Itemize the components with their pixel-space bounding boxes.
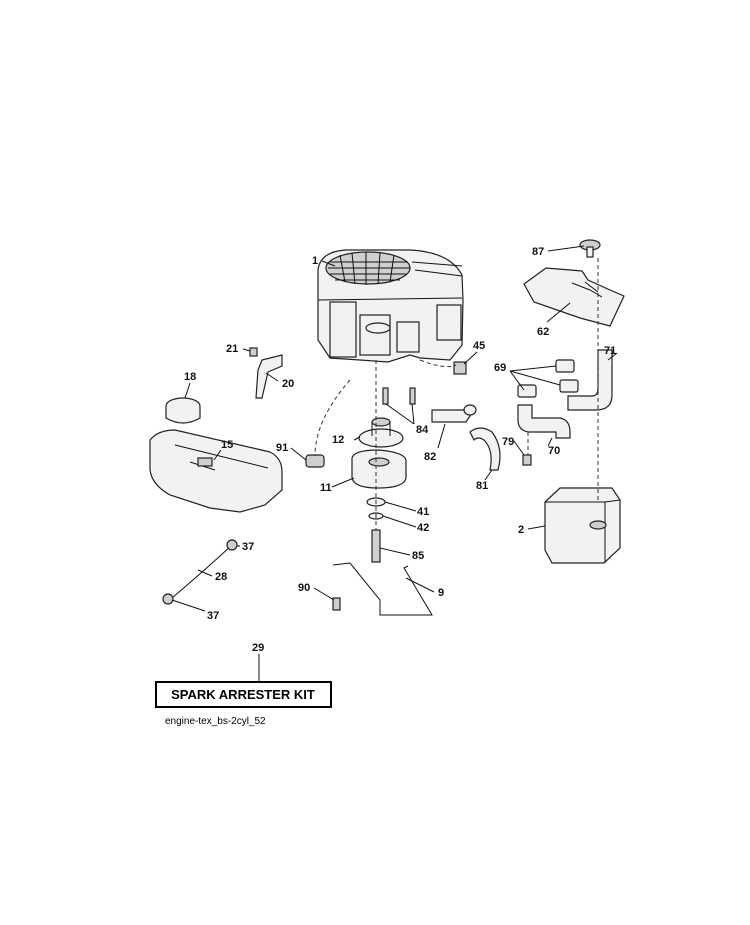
assembly-lines (314, 258, 599, 530)
callout-11: 11 (320, 482, 332, 494)
leader-lines (171, 245, 618, 682)
callout-79: 79 (502, 436, 514, 448)
spark-arrester-kit-box: SPARK ARRESTER KIT (155, 681, 332, 708)
callout-1: 1 (312, 255, 318, 267)
engine-part (317, 249, 464, 363)
pulley-part (358, 417, 404, 448)
callout-37-bottom: 37 (207, 610, 219, 622)
callout-85: 85 (412, 550, 424, 562)
callout-91: 91 (276, 442, 288, 454)
callout-29: 29 (252, 642, 264, 654)
callout-81: 81 (476, 480, 488, 492)
callout-41: 41 (417, 506, 429, 518)
callout-18: 18 (184, 371, 196, 383)
callout-70: 70 (548, 445, 560, 457)
nut-part (522, 454, 532, 466)
callout-42: 42 (417, 522, 429, 534)
fuel-cap-part (165, 397, 201, 424)
dipstick-bracket-part (249, 347, 283, 399)
muffler-part (544, 487, 621, 564)
callout-28: 28 (215, 571, 227, 583)
callouts: 1 87 62 71 45 21 20 69 18 84 12 91 15 79… (184, 246, 616, 654)
rod-part (332, 562, 433, 616)
callout-12: 12 (332, 434, 344, 446)
pto-clutch-part (351, 449, 407, 489)
callout-84: 84 (416, 424, 429, 436)
callout-82: 82 (424, 451, 436, 463)
callout-37-top: 37 (242, 541, 254, 553)
grommet-part (305, 454, 325, 468)
callout-71: 71 (604, 345, 616, 357)
callout-21: 21 (226, 343, 238, 355)
gasket-part (517, 359, 579, 398)
callout-15: 15 (221, 439, 233, 451)
callout-62: 62 (537, 326, 549, 338)
callout-90: 90 (298, 582, 310, 594)
callout-2: 2 (518, 524, 524, 536)
kit-label: SPARK ARRESTER KIT (171, 687, 315, 702)
arrester-screw-part (579, 239, 601, 258)
spark-arrester-screen-part (523, 267, 625, 327)
bolt-part (371, 529, 381, 563)
callout-69: 69 (494, 362, 506, 374)
fuel-tank-part (149, 429, 283, 513)
diagram-reference: engine-tex_bs-2cyl_52 (165, 716, 266, 727)
exhaust-elbow-part (517, 404, 571, 439)
callout-20: 20 (282, 378, 294, 390)
fitting-part (453, 361, 467, 375)
bolt-pair-part (382, 387, 416, 405)
fuel-line-part (162, 539, 238, 605)
callout-45: 45 (473, 340, 485, 352)
hose-part (469, 427, 501, 471)
callout-9: 9 (438, 587, 444, 599)
exhaust-pipe-part (567, 349, 613, 411)
fuel-filter-part (431, 404, 477, 423)
callout-87: 87 (532, 246, 544, 258)
